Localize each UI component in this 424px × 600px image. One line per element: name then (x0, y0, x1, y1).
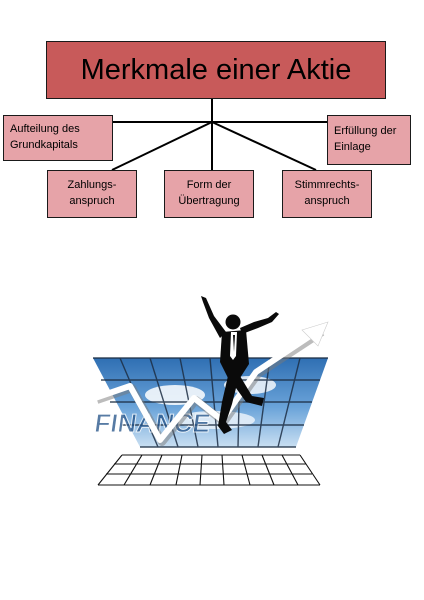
node-stimmrecht: Stimmrechts- anspruch (282, 170, 372, 218)
building-panel: FINANCE (92, 357, 328, 448)
node-zahlung: Zahlungs- anspruch (47, 170, 137, 218)
finance-sign: FINANCE (93, 408, 213, 438)
branch-zahlung (111, 121, 213, 171)
growth-arrow (94, 321, 329, 446)
floor-grid (97, 454, 321, 486)
node-einlage: Erfüllung der Einlage (327, 115, 411, 165)
branch-stimmrecht (211, 121, 317, 171)
diagram-title: Merkmale einer Aktie (46, 41, 386, 99)
node-form: Form der Übertragung (164, 170, 254, 218)
node-grundkapital: Aufteilung des Grundkapitals (3, 115, 113, 161)
jumping-man-silhouette (201, 296, 279, 434)
